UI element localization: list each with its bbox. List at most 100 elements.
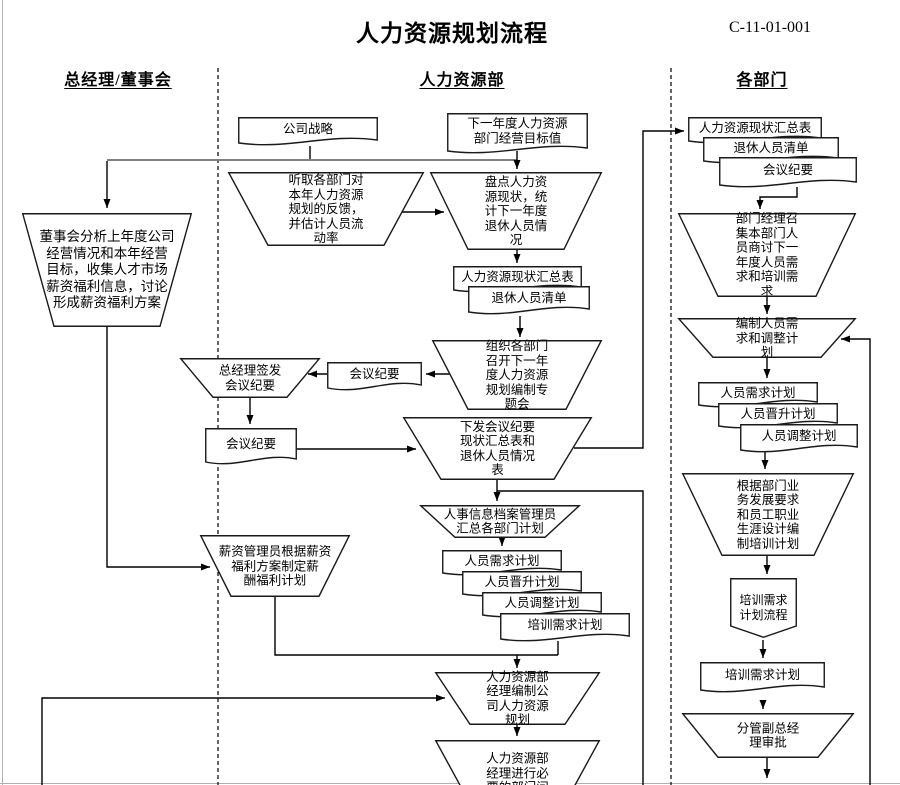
trapezoid-shape xyxy=(418,505,582,538)
document-shape xyxy=(740,424,858,453)
node-meeting-minutes-2-label: 会议纪要 xyxy=(225,436,277,451)
node-compile-demand-adjust-label: 编制人员需求和调整计划 xyxy=(735,316,799,360)
node-meeting-minutes-2: 会议纪要 xyxy=(205,428,297,466)
node-dept-manager-discuss-label: 部门经理召集本部门人员商讨下一年度人员需求和培训需求 xyxy=(735,211,799,299)
node-board-analyze-label: 董事会分析上年度公司经营情况和本年经营目标，收集人才市场薪资福利信息，讨论形成薪… xyxy=(39,228,175,310)
document-shape xyxy=(327,362,422,391)
node-board-analyze: 董事会分析上年度公司经营情况和本年经营目标，收集人才市场薪资福利信息，讨论形成薪… xyxy=(21,213,193,327)
trapezoid-shape xyxy=(677,318,857,358)
trapezoid-shape xyxy=(677,213,857,297)
document-shape xyxy=(205,428,297,465)
node-salary-admin-plan-label: 薪资管理员根据薪资福利方案制定薪酬福利计划 xyxy=(218,544,332,588)
node-hr-status-summary-mid: 人力资源现状汇总表 xyxy=(453,266,582,294)
node-dept-training-plan: 根据部门业务发展要求和员工职业生涯设计编制培训计划 xyxy=(681,473,855,556)
node-staff-demand-plan-mid-label: 人员需求计划 xyxy=(464,553,540,568)
node-hr-status-summary-mid-label: 人力资源现状汇总表 xyxy=(461,269,574,284)
node-hr-manager-compile: 人力资源部经理编制公司人力资源规划 xyxy=(434,669,601,728)
node-dept-training-plan-label: 根据部门业务发展要求和员工职业生涯设计编制培训计划 xyxy=(736,478,800,551)
node-dept-manager-discuss: 部门经理召集本部门人员商讨下一年度人员需求和培训需求 xyxy=(677,211,857,299)
trapezoid-shape xyxy=(434,672,601,725)
connectors xyxy=(41,127,871,785)
document-shape xyxy=(500,613,630,642)
document-shape xyxy=(698,382,818,408)
node-listen-feedback: 听取各部门对本年人力资源规划的反馈，并估计人员流动率 xyxy=(227,172,425,246)
trapezoid-shape xyxy=(434,740,601,785)
node-staff-adjust-plan-mid-label: 人员调整计划 xyxy=(504,595,580,610)
node-organize-meeting: 组织各部门召开下一年度人力资源规划编制专题会 xyxy=(431,338,603,411)
trapezoid-shape xyxy=(227,172,425,246)
node-company-strategy-label: 公司战略 xyxy=(282,121,334,136)
node-staff-demand-plan-right: 人员需求计划 xyxy=(698,382,818,409)
page-title: 人力资源规划流程 xyxy=(356,21,548,46)
lane-header-departments: 各部门 xyxy=(736,72,788,89)
document-code: C-11-01-001 xyxy=(728,19,812,36)
node-retiree-list-right-label: 退休人员清单 xyxy=(733,140,809,155)
node-staff-promotion-plan-mid-label: 人员晋升计划 xyxy=(484,574,560,589)
node-inventory-status: 盘点人力资源现状，统计下一年度退休人员情况 xyxy=(429,172,603,250)
document-shape xyxy=(442,550,562,576)
node-hr-manager-compile-label: 人力资源部经理编制公司人力资源规划 xyxy=(486,669,549,728)
document-shape xyxy=(719,157,857,188)
node-staff-adjust-plan-right-label: 人员调整计划 xyxy=(761,428,837,443)
document-shape xyxy=(482,592,602,618)
document-shape xyxy=(468,286,590,315)
lane-header-general-manager-board: 总经理/董事会 xyxy=(64,72,172,89)
node-gm-sign-minutes: 总经理签发会议纪要 xyxy=(179,358,321,398)
document-shape xyxy=(700,662,825,693)
node-training-demand-plan-right: 培训需求计划 xyxy=(700,662,825,694)
node-deputy-gm-approve-label: 分管副总经理审批 xyxy=(736,721,800,750)
node-retiree-list-mid: 退休人员清单 xyxy=(468,286,590,316)
offpage-shape xyxy=(730,578,797,638)
node-staff-promotion-plan-mid: 人员晋升计划 xyxy=(462,571,582,598)
node-training-demand-plan-mid: 培训需求计划 xyxy=(500,613,630,643)
connector xyxy=(574,127,684,449)
node-hr-status-summary-right-label: 人力资源现状汇总表 xyxy=(698,120,812,135)
connector xyxy=(497,490,644,785)
trapezoid-shape xyxy=(429,172,603,250)
lane-header-hr-department: 人力资源部 xyxy=(419,72,505,89)
node-next-year-target-label: 下一年度人力资源部门经营目标值 xyxy=(467,116,568,146)
document-shape xyxy=(238,117,378,146)
node-staff-promotion-plan-right: 人员晋升计划 xyxy=(718,403,838,430)
feedback-connector xyxy=(41,694,445,785)
node-staff-adjust-plan-right: 人员调整计划 xyxy=(740,424,858,454)
node-inventory-status-label: 盘点人力资源现状，统计下一年度退休人员情况 xyxy=(484,174,548,247)
node-retiree-list-mid-label: 退休人员清单 xyxy=(491,290,567,305)
node-staff-demand-plan-mid: 人员需求计划 xyxy=(442,550,562,577)
node-company-strategy: 公司战略 xyxy=(238,117,378,147)
node-training-flow-connector: 培训需求计划流程 xyxy=(730,578,797,638)
node-hr-manager-coordinate-label: 人力资源部经理进行必要的部门间 xyxy=(486,751,549,785)
connector xyxy=(274,597,558,656)
trapezoid-shape xyxy=(681,713,855,758)
node-organize-meeting-label: 组织各部门召开下一年度人力资源规划编制专题会 xyxy=(485,338,549,411)
node-training-demand-plan-mid-label: 培训需求计划 xyxy=(527,617,603,632)
node-gm-sign-minutes-label: 总经理签发会议纪要 xyxy=(218,363,282,393)
node-hr-status-summary-right: 人力资源现状汇总表 xyxy=(688,117,822,145)
trapezoid-shape xyxy=(199,535,351,597)
document-shape xyxy=(462,571,582,597)
node-distribute-minutes-label: 下发会议纪要现状汇总表和退休人员情况表 xyxy=(459,419,536,478)
node-staff-promotion-plan-right-label: 人员晋升计划 xyxy=(740,406,816,421)
connector xyxy=(106,327,210,571)
node-staff-adjust-plan-mid: 人员调整计划 xyxy=(482,592,602,619)
document-shape xyxy=(447,113,588,154)
node-staff-demand-plan-right-label: 人员需求计划 xyxy=(720,385,796,400)
node-next-year-target: 下一年度人力资源部门经营目标值 xyxy=(447,113,588,155)
node-listen-feedback-label: 听取各部门对本年人力资源规划的反馈，并估计人员流动率 xyxy=(288,172,364,245)
trapezoid-shape xyxy=(179,358,321,398)
node-salary-admin-plan: 薪资管理员根据薪资福利方案制定薪酬福利计划 xyxy=(199,535,351,597)
node-meeting-minutes-right: 会议纪要 xyxy=(719,157,857,189)
node-training-demand-plan-right-label: 培训需求计划 xyxy=(724,667,801,682)
trapezoid-shape xyxy=(431,340,603,410)
node-compile-demand-adjust: 编制人员需求和调整计划 xyxy=(677,316,857,360)
trapezoid-shape xyxy=(21,213,193,327)
node-hr-manager-coordinate: 人力资源部经理进行必要的部门间 xyxy=(434,740,601,785)
feedback-connector xyxy=(841,335,871,785)
node-distribute-minutes: 下发会议纪要现状汇总表和退休人员情况表 xyxy=(402,417,593,480)
node-meeting-minutes-right-label: 会议纪要 xyxy=(762,162,814,177)
document-shape xyxy=(718,403,838,429)
trapezoid-shape xyxy=(402,417,593,480)
